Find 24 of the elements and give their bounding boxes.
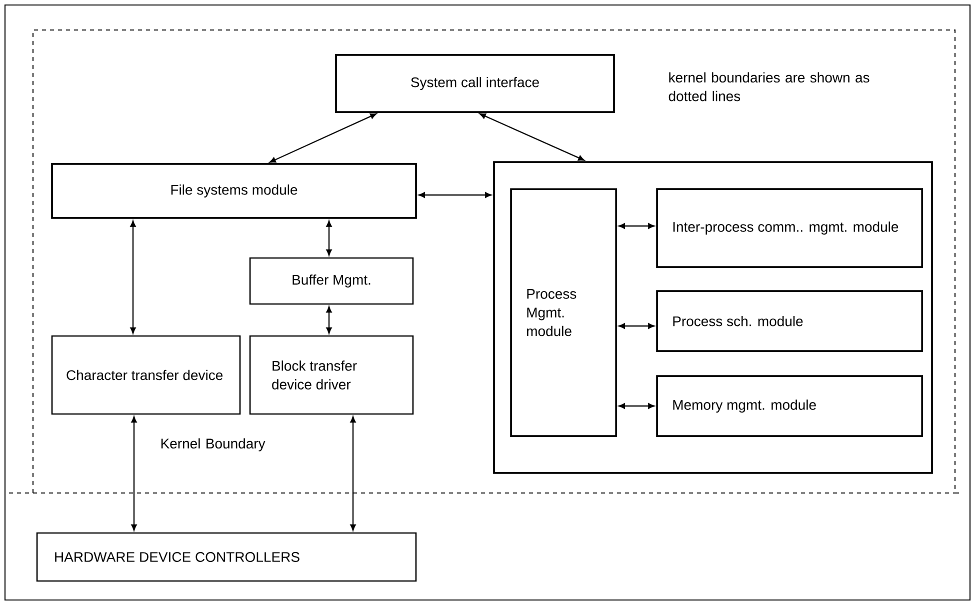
arrow xyxy=(131,416,137,531)
module-box: Character transfer device xyxy=(51,335,241,415)
note-text: Kernel Boundary xyxy=(161,438,266,452)
arrow xyxy=(326,220,332,256)
arrow xyxy=(350,416,356,531)
module-box: Process sch. module xyxy=(656,290,924,352)
note-text: kernel boundaries are shown as dotted lines xyxy=(668,72,870,102)
arrow xyxy=(479,113,585,161)
module-box: Block transfer device driver xyxy=(249,335,414,415)
arrow xyxy=(618,323,654,329)
arrow xyxy=(269,113,377,163)
arrow xyxy=(326,306,332,334)
module-box: Process Mgmt. module xyxy=(510,188,618,437)
arrow xyxy=(418,192,492,198)
module-box: System call interface xyxy=(335,54,615,113)
arrow xyxy=(130,220,136,334)
container-box xyxy=(493,161,933,474)
arrow xyxy=(618,223,654,229)
module-box: Buffer Mgmt. xyxy=(249,257,414,305)
module-box: File systems module xyxy=(51,163,417,219)
module-box: Inter-process comm.. mgmt. module xyxy=(656,188,924,268)
module-box: Memory mgmt. module xyxy=(656,375,924,438)
hardware-box: HARDWARE DEVICE CONTROLLERS xyxy=(36,532,417,582)
arrow xyxy=(618,403,654,409)
